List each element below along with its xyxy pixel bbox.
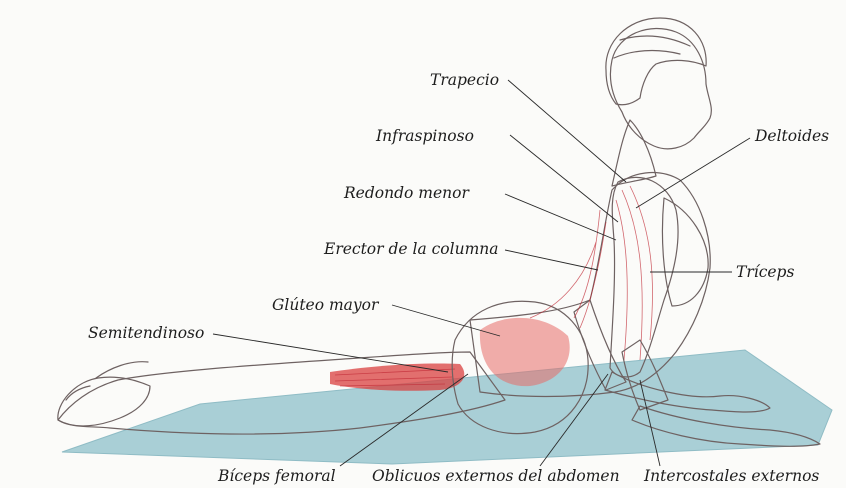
label-triceps: Tríceps: [736, 263, 794, 281]
label-semitendinoso: Semitendinoso: [88, 324, 204, 342]
label-biceps-femoral: Bíceps femoral: [217, 467, 336, 485]
label-gluteo-mayor: Glúteo mayor: [272, 296, 380, 314]
label-intercostales-externos: Intercostales externos: [643, 467, 819, 485]
label-trapecio: Trapecio: [430, 71, 499, 89]
label-infraspinoso: Infraspinoso: [375, 127, 474, 145]
label-redondo-menor: Redondo menor: [343, 184, 470, 202]
hair: [606, 18, 706, 105]
label-deltoides: Deltoides: [754, 127, 829, 145]
label-oblicuos-externos: Oblicuos externos del abdomen: [372, 467, 620, 485]
label-erector-columna: Erector de la columna: [323, 240, 499, 258]
